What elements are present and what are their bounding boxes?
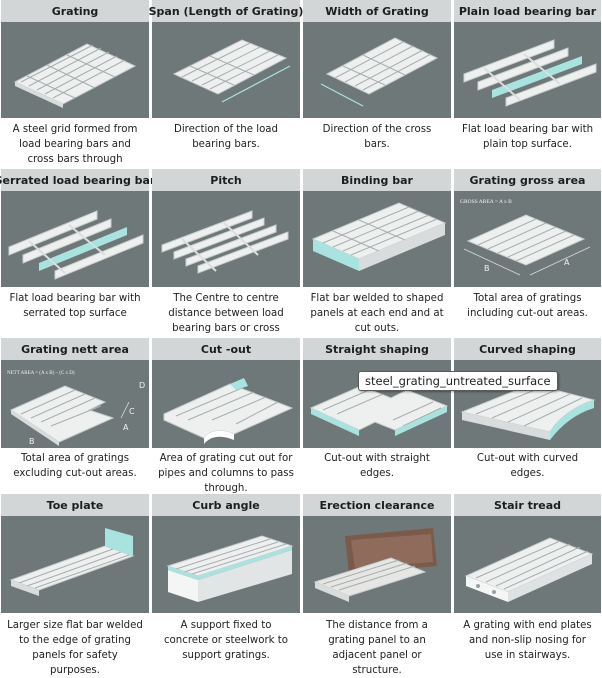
grating-illustration [1,22,149,118]
cell-title: Cut -out [152,338,300,360]
glossary-cell-nett-area: Grating nett area NETT AREA = (A x B) – … [1,338,149,493]
cell-caption: Cut-out with curved edges. [476,453,579,479]
stair-tread-illustration [454,516,601,613]
glossary-cell-curb-angle: Curb angle A support fixed to concrete o… [152,494,300,667]
glossary-cell-pitch: Pitch The Centre to centre distance betw… [152,169,300,349]
curb-angle-illustration [152,516,300,613]
erection-clearance-illustration [303,516,451,613]
glossary-cell-cut-out: Cut -out Area of grating cut out for pip… [152,338,300,494]
pitch-illustration [152,191,300,287]
cell-title: Grating nett area [1,338,149,360]
glossary-cell-toe-plate: Toe plate Larger size flat bar welded to… [1,494,149,676]
cell-caption: A support fixed to concrete or steelwork… [163,620,289,661]
cell-title: Stair tread [454,494,601,516]
cell-caption: Direction of the cross bars. [322,124,432,150]
glossary-cell-stair-tread: Stair tread A grating with end plates an… [454,494,601,667]
glossary-cell-binding-bar: Binding bar Flat bar welded to shaped pa… [303,169,451,336]
span-illustration [152,22,300,118]
glossary-cell-plain-bar: Plain load bearing bar Flat load bearing… [454,0,601,167]
cell-caption: Direction of the load bearing bars. [173,124,279,150]
cell-caption: Larger size flat bar welded to the edge … [7,620,143,676]
image-tooltip: steel_grating_untreated_surface [358,371,558,391]
cell-caption: Total area of gratings excluding cut-out… [13,453,137,479]
cell-title: Curb angle [152,494,300,516]
glossary-cell-gross-area: Grating gross area GROSS AREA = A x B B … [454,169,601,336]
width-illustration [303,22,451,118]
glossary-cell-erection-clearance: Erection clearance The distance from a g… [303,494,451,676]
cell-title: Pitch [152,169,300,191]
cell-caption: A grating with end plates and non-slip n… [463,620,592,661]
binding-bar-illustration [303,191,451,287]
cell-caption: Flat bar welded to shaped panels at each… [310,293,444,334]
nett-area-illustration: NETT AREA = (A x B) – (C x D) B A C D [1,360,149,448]
gross-label-a: A [564,258,570,267]
gross-area-formula: GROSS AREA = A x B [460,199,512,205]
cell-title: Curved shaping [454,338,601,360]
cell-caption: Flat load bearing bar with plain top sur… [461,124,594,150]
nett-area-formula: NETT AREA = (A x B) – (C x D) [7,371,75,376]
cell-title: Erection clearance [303,494,451,516]
cell-title: Serrated load bearing bar [0,169,155,191]
cell-title: Width of Grating [303,0,451,22]
cell-title: Grating gross area [454,169,601,191]
cell-title: Straight shaping [303,338,451,360]
cell-title: Plain load bearing bar [454,0,601,22]
cell-title: Toe plate [1,494,149,516]
glossary-cell-serrated-bar: Serrated load bearing bar Flat load bear… [0,169,155,336]
nett-label-b: B [29,437,35,446]
cell-title: Binding bar [303,169,451,191]
nett-label-d: D [139,381,145,390]
gross-label-b: B [484,264,490,273]
cell-caption: Area of grating cut out for pipes and co… [158,453,294,494]
nett-label-a: A [123,423,129,432]
glossary-cell-width: Width of Grating Direction of the cross … [303,0,451,167]
glossary-cell-straight-shaping: Straight shaping Cut-out with straight e… [303,338,451,493]
cell-caption: Flat load bearing bar with serrated top … [9,293,141,319]
cut-out-illustration [152,360,300,448]
serrated-bar-illustration [1,191,149,287]
glossary-cell-curved-shaping: Curved shaping Cut-out with curved edges… [454,338,601,493]
cell-caption: Cut-out with straight edges. [324,453,430,479]
toe-plate-illustration [1,516,149,613]
gross-area-illustration: GROSS AREA = A x B B A [454,191,601,287]
cell-caption: Total area of gratings including cut-out… [467,293,588,319]
cell-caption: The distance from a grating panel to an … [326,620,428,676]
cell-title: Span (Length of Grating) [149,0,303,22]
plain-bar-illustration [454,22,601,118]
glossary-cell-grating: Grating A steel grid formed from load be… [1,0,149,180]
cell-title: Grating [1,0,149,22]
glossary-cell-span: Span (Length of Grating) Direction of th… [149,0,303,167]
nett-label-c: C [129,407,135,416]
